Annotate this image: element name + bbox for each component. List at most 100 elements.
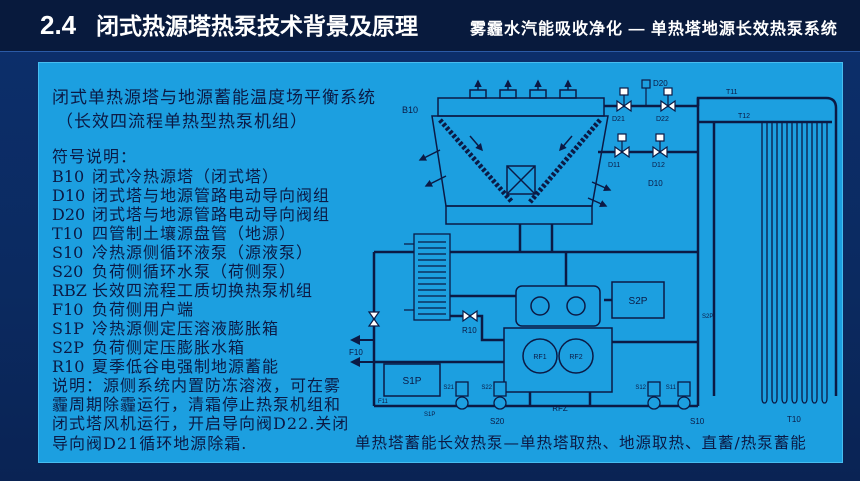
header-bar: 2.4 闭式热源塔热泵技术背景及原理 雾霾水汽能吸收净化 — 单热塔地源长效热泵… — [0, 0, 860, 52]
system-title: 闭式单热源塔与地源蓄能温度场平衡系统 — [52, 88, 376, 108]
tower-fan-deck — [437, 97, 605, 117]
label-f10: F10 — [349, 348, 363, 357]
label-rf1: RF1 — [533, 354, 546, 361]
label-f11: F11 — [378, 399, 389, 405]
label-r10: R10 — [462, 326, 477, 335]
ground-coil-t10 — [761, 122, 828, 404]
legend-description: 四管制土壤源盘管（地源） — [92, 224, 297, 243]
label-t10: T10 — [787, 415, 801, 424]
ground-coil-loop — [811, 122, 818, 404]
label-d12: D12 — [652, 162, 665, 169]
legend-item: S2P 负荷侧定压膨胀水箱 — [52, 338, 245, 357]
legend-item: S1P 冷热源侧定压溶液膨胀箱 — [52, 319, 279, 338]
pump-s12 — [647, 381, 661, 410]
ground-coil-loop — [801, 122, 808, 404]
valve-d21 — [616, 87, 632, 113]
legend-code: RBZ — [52, 281, 87, 300]
valve-d22 — [660, 87, 676, 113]
tower-spray-box — [506, 165, 536, 195]
airflow-arrow — [424, 175, 447, 187]
label-rfz: RFZ — [552, 404, 568, 413]
legend-code: S2P — [52, 338, 84, 357]
slide-subtitle: 雾霾水汽能吸收净化 — 单热塔地源长效热泵系统 — [470, 21, 838, 38]
note-line: 闭式塔风机运行，开启导向阀D22.关闭 — [52, 414, 350, 433]
pipe-network — [372, 96, 838, 408]
pump-s21 — [455, 381, 469, 410]
legend-description: 负荷侧用户端 — [92, 300, 195, 319]
label-t11: T11 — [726, 89, 738, 96]
legend-description: 冷热源侧定压溶液膨胀箱 — [92, 319, 280, 338]
plate-heat-exchanger — [404, 233, 451, 321]
legend-code: S1P — [52, 319, 84, 338]
label-d20: D20 — [653, 79, 668, 88]
heat-exchanger-rf2 — [558, 338, 594, 374]
legend-description: 闭式冷热源塔（闭式塔） — [92, 167, 280, 186]
valve-r10 — [462, 309, 478, 323]
system-subtitle: （长效四流程单热型热泵机组） — [56, 112, 308, 132]
expansion-tank-s2p — [611, 281, 665, 319]
cooling-tower-b10 — [418, 79, 612, 225]
ground-coil-loop — [821, 122, 828, 404]
legend-item: S10 冷热源侧循环液泵（源液泵） — [52, 243, 313, 262]
label-s2p: S2P — [629, 296, 648, 307]
legend-item: B10 闭式冷热源塔（闭式塔） — [52, 167, 279, 186]
tower-coil-left — [438, 118, 514, 204]
airflow-arrow — [591, 181, 612, 191]
legend-description: 冷热源侧循环液泵（源液泵） — [92, 243, 314, 262]
label-b10: B10 — [402, 105, 418, 115]
label-d22: D22 — [656, 116, 669, 123]
legend-code: R10 — [52, 357, 85, 376]
compressor — [515, 285, 601, 327]
load-user-f10 — [350, 335, 374, 367]
label-s1p-pipe: S1P — [424, 412, 435, 418]
legend-description: 闭式塔与地源管路电动导向阀组 — [92, 205, 331, 224]
legend-code: S20 — [52, 262, 84, 281]
valve-actuator-d20 — [641, 79, 651, 106]
note-line: 霾周期除霾运行，清霜停止热泵机组和 — [52, 395, 342, 414]
airflow-arrow — [559, 135, 573, 152]
airflow-arrow — [469, 135, 483, 152]
slide-title: 闭式热源塔热泵技术背景及原理 — [96, 13, 418, 39]
legend-item: F10 负荷侧用户端 — [52, 300, 194, 319]
section-number: 2.4 — [40, 10, 77, 40]
label-s1p: S1P — [403, 376, 422, 387]
tower-fan — [469, 79, 487, 99]
label-s2p-pipe: S2P — [702, 314, 713, 320]
heat-pump-unit — [503, 285, 613, 393]
legend-code: D20 — [52, 205, 86, 224]
label-s12: S12 — [635, 385, 646, 391]
expansion-tank-s1p — [383, 363, 441, 397]
pump-s22 — [493, 381, 507, 410]
label-t12: T12 — [738, 113, 750, 120]
label-d21: D21 — [612, 116, 625, 123]
legend-item: D20 闭式塔与地源管路电动导向阀组 — [52, 205, 330, 224]
tower-fan — [499, 79, 517, 99]
label-d11: D11 — [608, 162, 620, 169]
airflow-arrow — [418, 149, 441, 161]
tower-fan — [559, 79, 577, 99]
legend-description: 夏季低谷电强制地源蓄能 — [92, 357, 280, 376]
label-d10: D10 — [648, 179, 663, 188]
tower-basin — [445, 205, 593, 225]
legend-description: 长效四流程工质切换热泵机组 — [92, 281, 314, 300]
legend-code: B10 — [52, 167, 85, 186]
legend-heading: 符号说明： — [52, 147, 138, 166]
ground-coil-loop — [761, 122, 768, 404]
heat-exchanger-rf1 — [522, 338, 558, 374]
tower-fan — [529, 79, 547, 99]
tower-coil-right — [528, 118, 602, 204]
label-s11: S11 — [666, 385, 677, 391]
legend-code: S10 — [52, 243, 84, 262]
tower-casing — [431, 115, 609, 207]
legend-description: 负荷侧定压膨胀水箱 — [92, 338, 246, 357]
legend-code: F10 — [52, 300, 84, 319]
unit-base — [503, 327, 613, 393]
label-s10: S10 — [690, 417, 705, 426]
pump-s11 — [677, 381, 691, 410]
valve-left-riser — [367, 311, 381, 327]
ground-coil-loop — [771, 122, 778, 404]
